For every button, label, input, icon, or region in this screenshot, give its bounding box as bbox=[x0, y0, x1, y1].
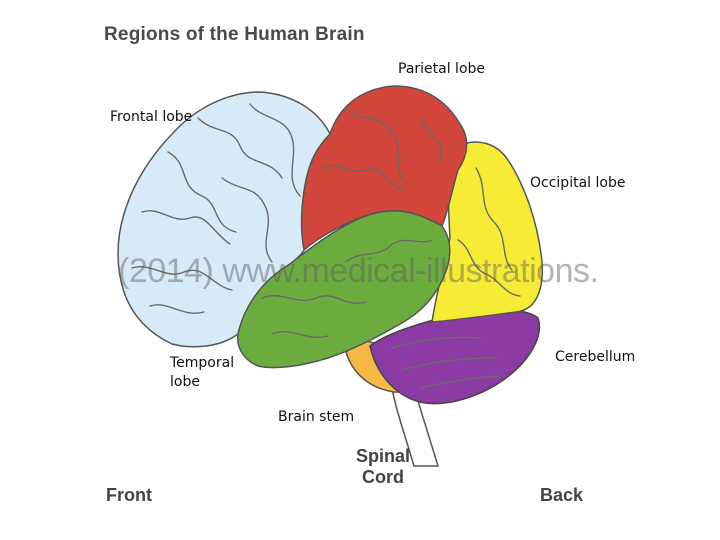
parietal-lobe-label: Parietal lobe bbox=[398, 61, 486, 77]
temporal-lobe-label-line1: Temporal bbox=[170, 355, 235, 371]
frontal-lobe-label: Frontal lobe bbox=[110, 109, 193, 125]
spinal-cord-label: Spinal Cord bbox=[352, 446, 414, 488]
front-label: Front bbox=[106, 485, 152, 505]
brain-stem-label: Brain stem bbox=[278, 409, 355, 425]
temporal-lobe-region bbox=[236, 210, 451, 369]
spinal-cord-label-line1: Spinal bbox=[355, 446, 410, 466]
back-label: Back bbox=[540, 485, 584, 505]
gyri-lines bbox=[131, 103, 521, 389]
temporal-lobe-label-line2: lobe bbox=[170, 374, 200, 390]
occipital-lobe-label: Occipital lobe bbox=[530, 175, 626, 191]
spinal-cord-label-line2: Cord bbox=[362, 467, 404, 487]
frontal-lobe-region bbox=[117, 91, 331, 348]
spinal-cord-region bbox=[391, 387, 440, 467]
cerebellum-label: Cerebellum bbox=[555, 349, 636, 365]
diagram-title: Regions of the Human Brain bbox=[104, 24, 365, 45]
occipital-lobe-region bbox=[431, 141, 544, 323]
watermark-text: (2014) www.medical-illustrations. bbox=[118, 252, 599, 290]
temporal-lobe-label: Temporal lobe bbox=[170, 354, 234, 392]
